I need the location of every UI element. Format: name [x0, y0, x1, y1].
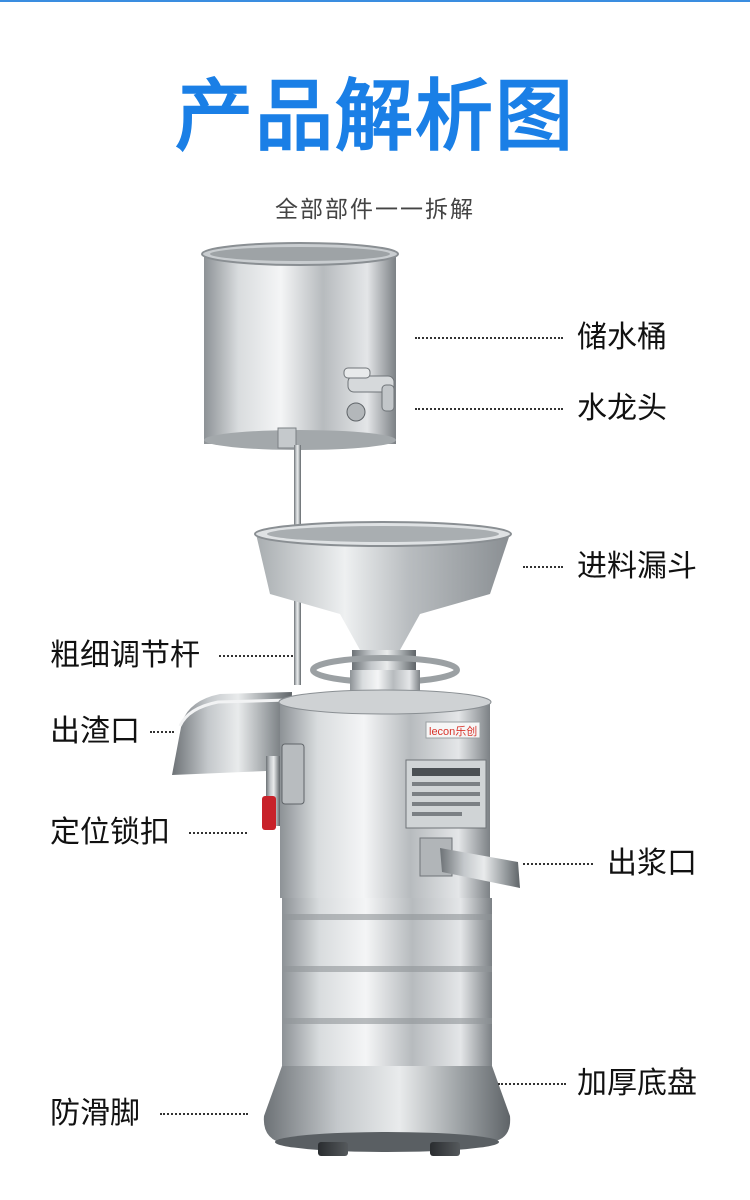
lock-clasp-shape [262, 743, 305, 830]
leader-water-tank [415, 337, 563, 339]
callout-thick-base: 加厚底盘 [577, 1066, 697, 1101]
callout-water-tank: 储水桶 [577, 320, 667, 355]
callout-anti-slip-feet: 防滑脚 [50, 1096, 140, 1131]
leader-thick-base [498, 1083, 566, 1085]
anti-slip-feet-shape [318, 1142, 460, 1156]
callout-residue-outlet: 出渣口 [50, 714, 140, 749]
faucet-shape [343, 367, 395, 422]
callout-pulp-outlet: 出浆口 [607, 846, 697, 881]
callout-faucet: 水龙头 [577, 391, 667, 426]
leader-feed-funnel [523, 566, 563, 568]
pulp-outlet-shape [419, 837, 520, 888]
brand-plate: lecon乐创 [425, 721, 481, 739]
leader-anti-slip-feet [160, 1113, 248, 1115]
leader-lock-clasp [189, 832, 247, 834]
top-accent-line [0, 0, 750, 2]
water-tank-shape [201, 242, 399, 450]
leader-adjust-rod [219, 655, 293, 657]
leader-residue-outlet [150, 731, 174, 733]
lower-body-shape [282, 898, 492, 1066]
leader-faucet [415, 408, 563, 410]
callout-adjust-rod: 粗细调节杆 [50, 638, 200, 673]
leader-pulp-outlet [523, 863, 593, 865]
page-subtitle: 全部部件一一拆解 [275, 197, 475, 223]
thick-base-shape [263, 1066, 511, 1152]
callout-lock-clasp: 定位锁扣 [50, 815, 170, 850]
brand-plate-text: lecon乐创 [429, 725, 477, 738]
page-title: 产品解析图 [174, 72, 575, 162]
residue-outlet-shape [172, 692, 292, 775]
feed-funnel-shape [254, 521, 512, 672]
callout-feed-funnel: 进料漏斗 [577, 549, 697, 584]
